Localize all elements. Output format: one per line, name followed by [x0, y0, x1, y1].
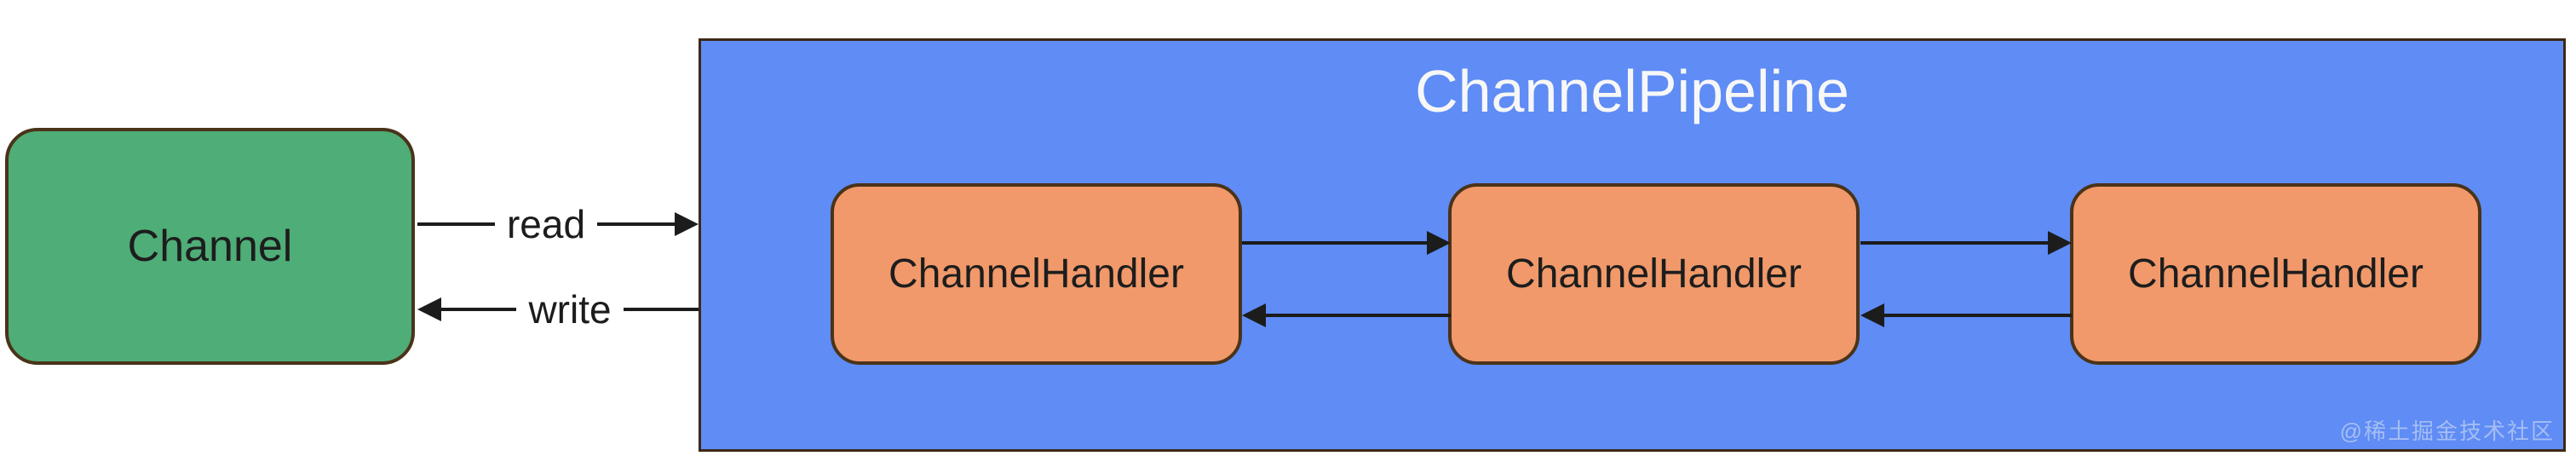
channel-handler-box-3: ChannelHandler [2070, 183, 2481, 365]
channel-handler-label: ChannelHandler [1506, 251, 1802, 297]
channel-handler-box-1: ChannelHandler [831, 183, 1242, 365]
arrow-line [441, 308, 517, 311]
arrowhead-left-icon [1242, 303, 1266, 327]
handler2-to-handler3-arrow [1860, 231, 2072, 255]
watermark: @稀土掘金技术社区 [2339, 418, 2555, 444]
write-arrow-label: write [528, 287, 612, 332]
handler2-to-handler1-arrow [1242, 303, 1451, 327]
handler3-to-handler2-arrow [1860, 303, 2072, 327]
arrowhead-right-icon [2048, 231, 2072, 255]
read-arrow: read [417, 200, 699, 248]
arrowhead-left-icon [417, 297, 441, 321]
channel-handler-label: ChannelHandler [888, 251, 1184, 297]
channel-handler-label: ChannelHandler [2128, 251, 2424, 297]
handler1-to-handler2-arrow [1242, 231, 1451, 255]
channel-pipeline-box: ChannelPipeline ChannelHandler ChannelHa… [699, 38, 2566, 452]
arrow-line [1860, 241, 2048, 245]
arrow-line [1266, 314, 1451, 317]
arrow-line [1242, 241, 1427, 245]
read-arrow-label: read [506, 202, 586, 246]
channel-box: Channel [5, 128, 415, 365]
arrowhead-left-icon [1860, 303, 1884, 327]
channel-label: Channel [127, 222, 293, 271]
channel-pipeline-title: ChannelPipeline [1415, 58, 1849, 124]
arrowhead-right-icon [675, 212, 699, 236]
arrowhead-right-icon [1427, 231, 1451, 255]
channel-handler-box-2: ChannelHandler [1448, 183, 1860, 365]
write-arrow: write [417, 286, 699, 333]
arrow-line [1884, 314, 2072, 317]
arrow-line [597, 222, 676, 226]
arrow-line [623, 308, 699, 311]
arrow-line [417, 222, 495, 226]
